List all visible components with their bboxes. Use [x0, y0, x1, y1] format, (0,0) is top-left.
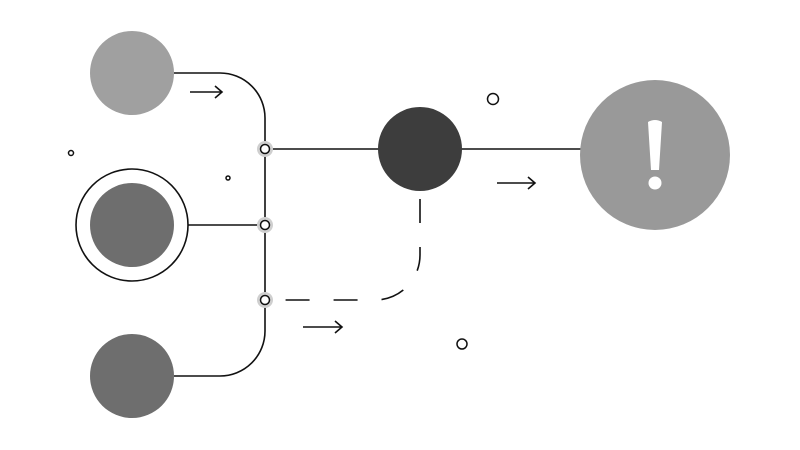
- alert-node[interactable]: [580, 80, 730, 230]
- dashed-return-connector: [265, 191, 421, 301]
- junction-point: [257, 141, 273, 157]
- input-node-1[interactable]: [90, 31, 174, 115]
- input-node-3[interactable]: [90, 334, 174, 418]
- decorative-dots: [67, 92, 500, 350]
- dot: [67, 149, 75, 157]
- dot: [456, 338, 468, 350]
- dot: [486, 92, 500, 106]
- junction-point: [257, 217, 273, 233]
- arrow-icon: [190, 85, 224, 99]
- exclamation-icon: [648, 120, 662, 190]
- arrow-icon: [303, 320, 344, 334]
- junction-point: [257, 292, 273, 308]
- input-node-2[interactable]: [90, 183, 174, 267]
- dot: [225, 175, 231, 181]
- hub-node[interactable]: [378, 107, 462, 191]
- arrow-icon: [497, 176, 537, 190]
- junctions: [257, 141, 273, 308]
